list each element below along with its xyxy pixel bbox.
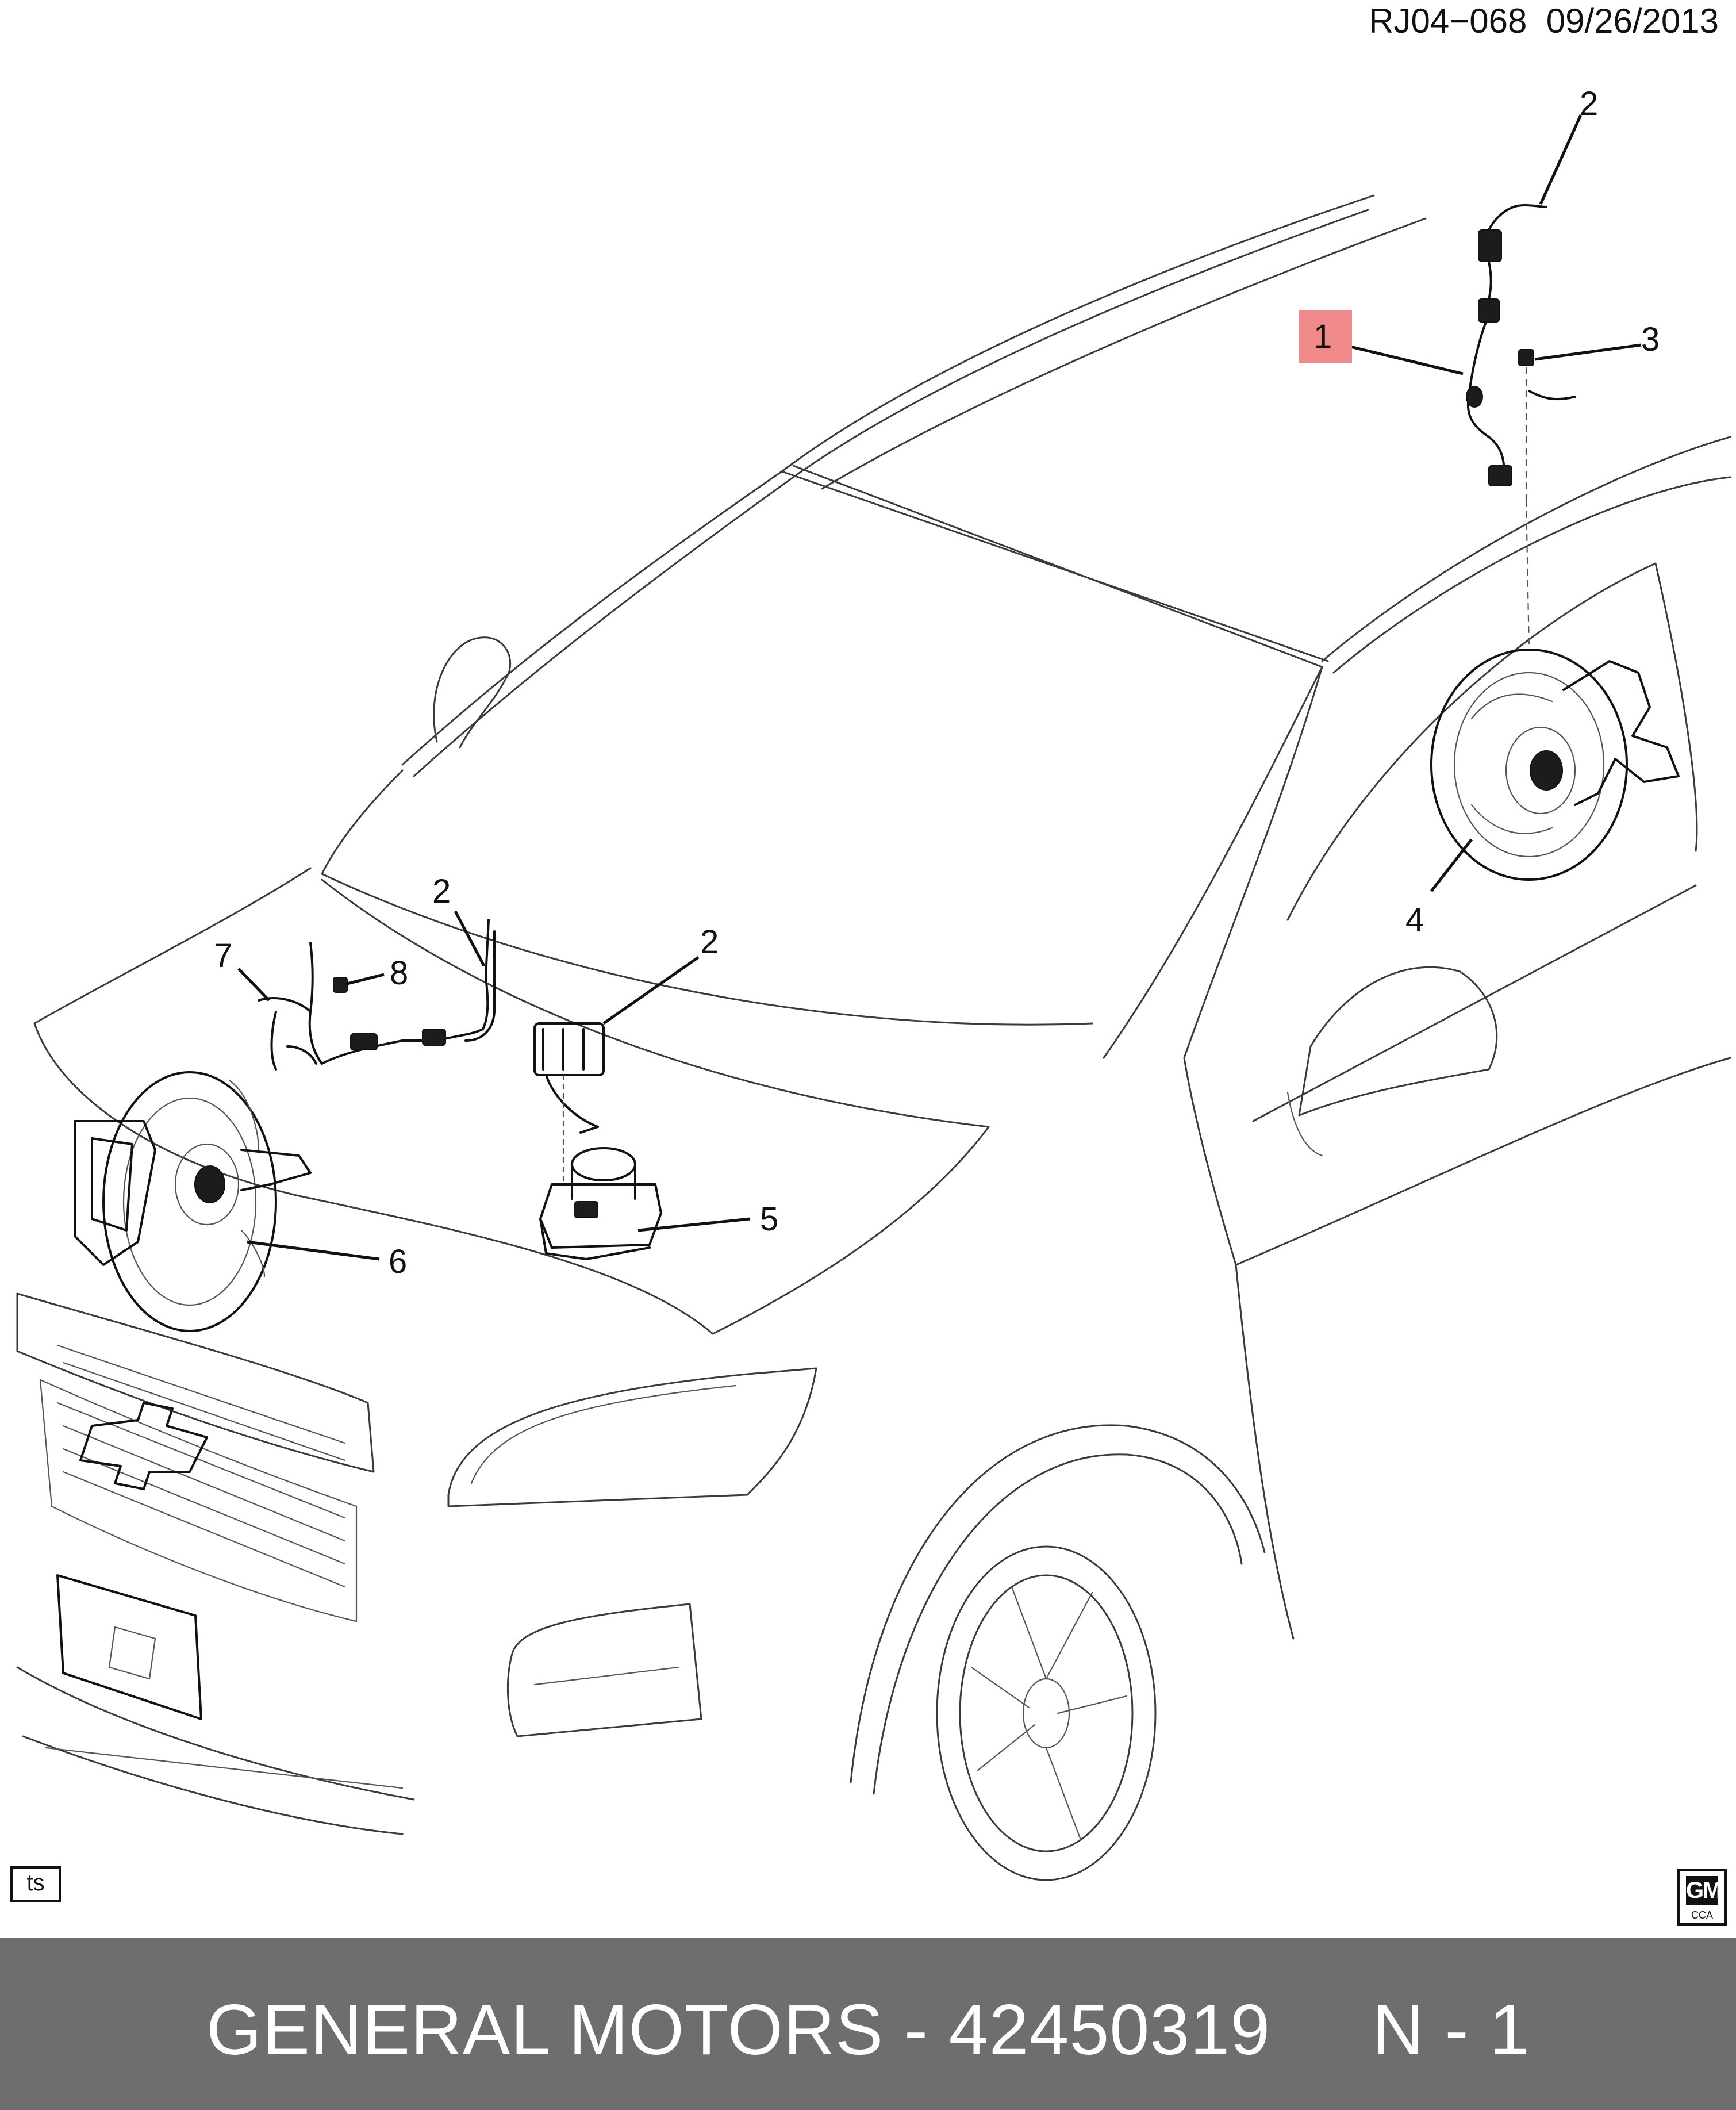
ts-badge: ts — [10, 1866, 61, 1902]
front-wheel-speed-sensor-harness — [258, 919, 496, 1071]
gm-logo-mark: GM — [1686, 1876, 1722, 1905]
callout-3: 3 — [1641, 321, 1660, 358]
callout-1-highlight — [1299, 310, 1352, 363]
callout-2-top: 2 — [1580, 85, 1598, 122]
diagram-code: RJ04−068 09/26/2013 — [1369, 2, 1719, 40]
vehicle-outline — [16, 194, 1731, 1881]
exploded-parts-diagram: 1 2 3 4 2 2 7 8 5 6 — [16, 85, 1731, 1881]
front-brake-assembly — [74, 1071, 312, 1332]
abs-modulator — [533, 1022, 662, 1260]
callout-6: 6 — [389, 1243, 407, 1280]
callout-4: 4 — [1405, 901, 1424, 939]
callout-8: 8 — [390, 954, 408, 992]
gm-logo: GM CCA — [1677, 1869, 1727, 1926]
footer-part-number: GENERAL MOTORS - 42450319 N - 1 — [206, 1990, 1530, 2070]
callout-7: 7 — [214, 937, 232, 975]
callout-5: 5 — [760, 1200, 778, 1238]
callout-1: 1 — [1313, 318, 1332, 355]
rear-brake-assembly — [1430, 649, 1680, 881]
callout-leaders — [237, 114, 1642, 1261]
rear-wheel-speed-sensor-harness — [1466, 204, 1576, 651]
callout-2-mid: 2 — [700, 923, 719, 961]
gm-logo-sub: CCA — [1691, 1909, 1713, 1921]
footer-bar: GENERAL MOTORS - 42450319 N - 1 — [0, 1938, 1736, 2110]
callout-labels: 1 2 3 4 2 2 7 8 5 6 — [214, 85, 1660, 1280]
callout-2-left: 2 — [432, 873, 451, 910]
